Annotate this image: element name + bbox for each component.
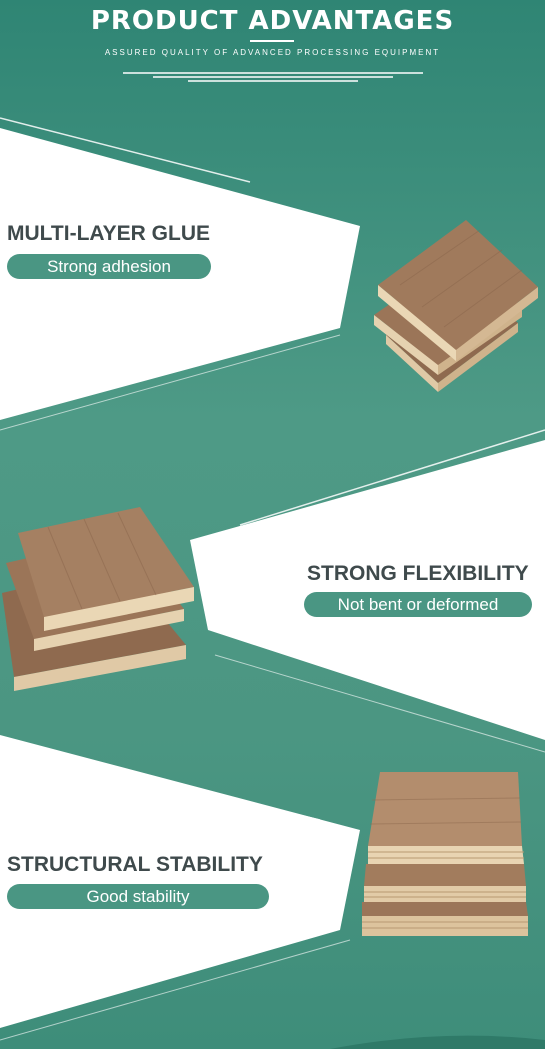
feature-title-strong-flexibility: STRONG FLEXIBILITY — [307, 562, 529, 585]
accent-line — [0, 117, 251, 183]
accent-line — [0, 939, 351, 1041]
fine-print-decoration — [118, 72, 428, 86]
white-panel-2 — [190, 440, 545, 740]
feature-tagline-strong-adhesion: Strong adhesion — [7, 254, 211, 279]
plywood-stack-image-2 — [2, 507, 194, 691]
accent-line — [214, 654, 545, 753]
page-title: PRODUCT ADVANTAGES — [90, 6, 455, 36]
title-underline — [250, 40, 294, 42]
white-panel-3 — [0, 735, 360, 1028]
feature-tagline-good-stability: Good stability — [7, 884, 269, 909]
plywood-stack-image-3 — [362, 772, 528, 936]
bottom-curve — [330, 1035, 545, 1049]
plywood-stack-image-1 — [374, 220, 538, 392]
accent-line — [0, 334, 341, 431]
page-subtitle: ASSURED QUALITY OF ADVANCED PROCESSING E… — [104, 48, 441, 57]
accent-line — [239, 429, 545, 526]
feature-tagline-not-bent: Not bent or deformed — [304, 592, 532, 617]
accent-line — [0, 744, 321, 821]
feature-title-structural-stability: STRUCTURAL STABILITY — [7, 853, 263, 876]
feature-title-multi-layer-glue: MULTI-LAYER GLUE — [7, 222, 210, 245]
